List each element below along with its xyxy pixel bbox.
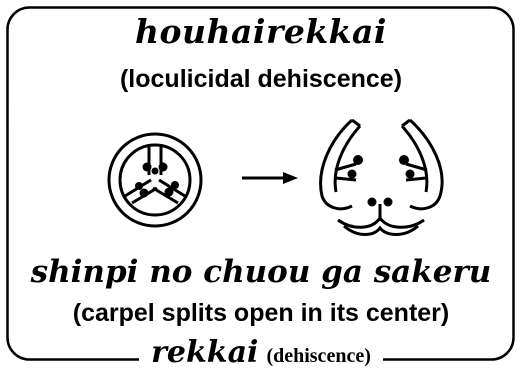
closed-fruit-icon: [107, 132, 203, 228]
bottom-label: rekkai (dehiscence): [139, 333, 383, 373]
middle-term: shinpi no chuou ga sakeru: [30, 254, 492, 290]
open-fruit-seeds-icon: [347, 155, 415, 207]
middle-gloss: (carpel splits open in its center): [72, 299, 450, 327]
bottom-term: rekkai: [151, 335, 259, 370]
open-fruit-icon: [319, 118, 444, 236]
top-term: houhairekkai: [135, 12, 387, 51]
arrow-icon: [242, 172, 298, 184]
bottom-gloss: (dehiscence): [266, 345, 371, 367]
top-gloss: (loculicidal dehiscence): [119, 65, 403, 93]
